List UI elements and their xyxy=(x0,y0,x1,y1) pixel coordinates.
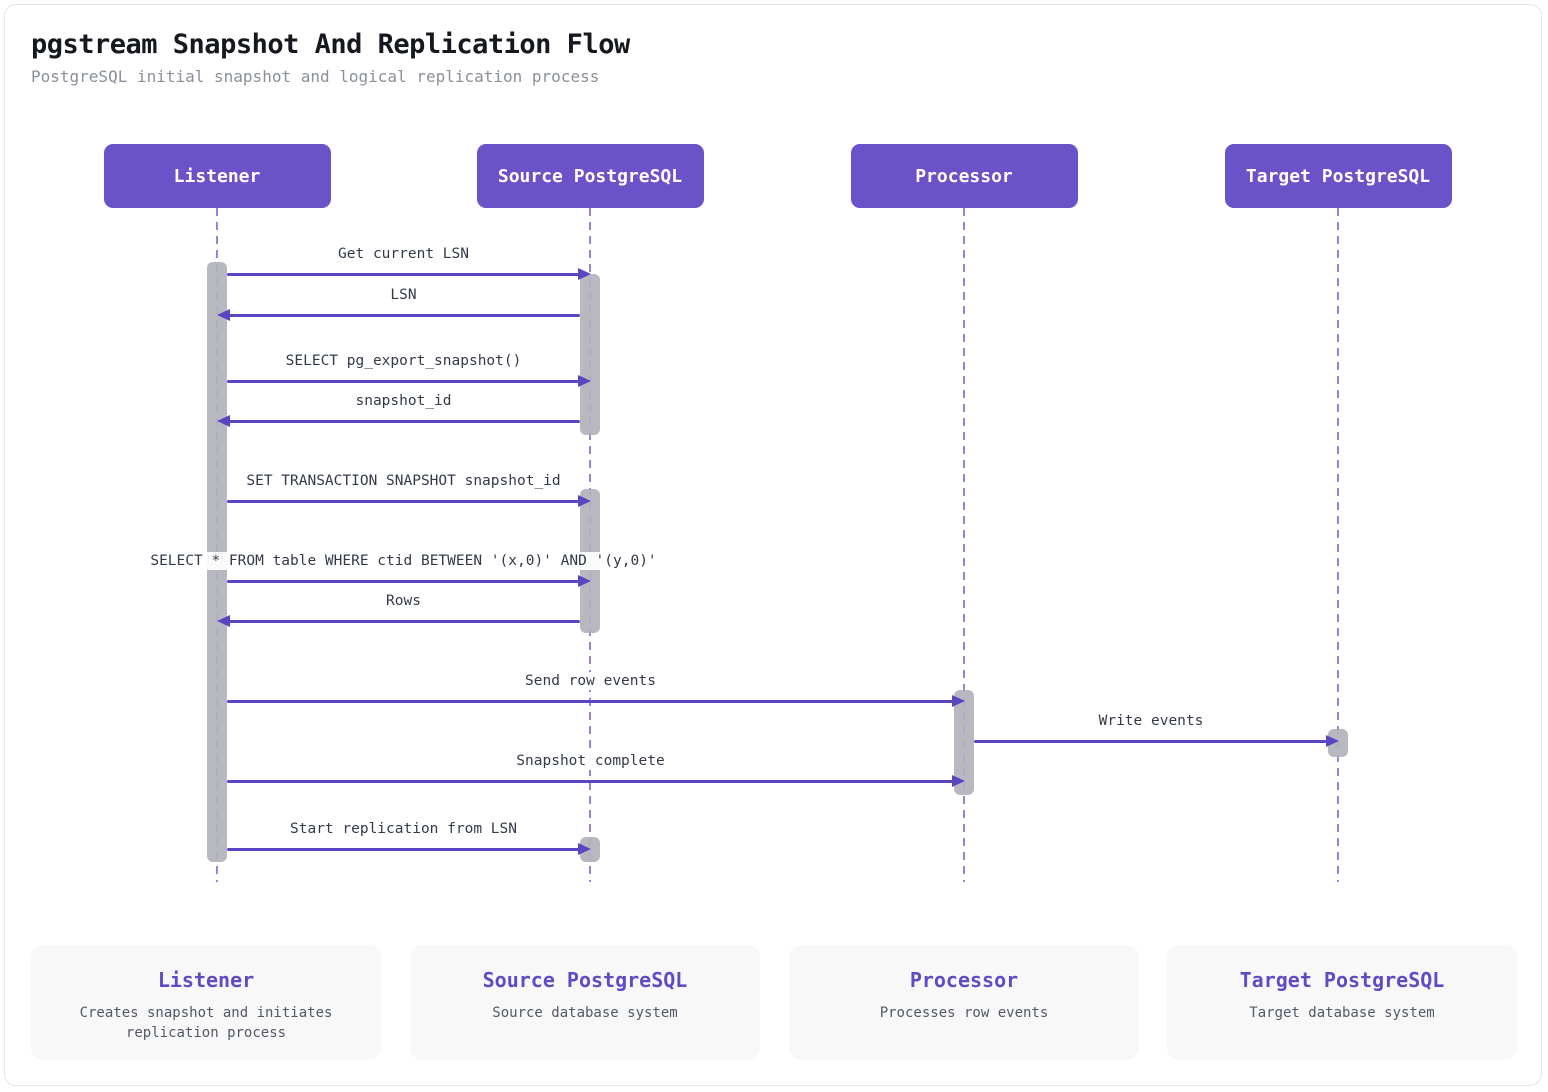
message-arrow-select-from-table-where-ctid-between-x-0-and-y-0 xyxy=(227,580,580,583)
message-arrow-head-select-pg-export-snapshot xyxy=(578,375,591,387)
activation-bar-source-postgresql xyxy=(580,274,600,435)
actor-target-postgresql: Target PostgreSQL xyxy=(1224,144,1452,208)
message-arrow-set-transaction-snapshot-snapshot-id xyxy=(227,500,580,503)
message-arrow-head-get-current-lsn xyxy=(578,268,591,280)
message-arrow-head-send-row-events xyxy=(952,695,965,707)
message-arrow-head-rows xyxy=(217,615,230,627)
message-label-snapshot-id: snapshot_id xyxy=(348,392,459,410)
lifeline-target-postgresql xyxy=(1337,208,1339,882)
message-arrow-snapshot-id xyxy=(227,420,580,423)
page-title: pgstream Snapshot And Replication Flow xyxy=(31,29,630,60)
message-label-send-row-events: Send row events xyxy=(518,672,663,690)
message-label-rows: Rows xyxy=(379,592,428,610)
message-label-get-current-lsn: Get current LSN xyxy=(331,245,476,263)
message-arrow-head-start-replication-from-lsn xyxy=(578,843,591,855)
actor-listener: Listener xyxy=(103,144,331,208)
message-arrow-head-write-events xyxy=(1326,735,1339,747)
message-arrow-snapshot-complete xyxy=(227,780,954,783)
message-label-lsn: LSN xyxy=(383,286,424,304)
actor-processor: Processor xyxy=(850,144,1078,208)
message-arrow-rows xyxy=(227,620,580,623)
message-arrow-head-select-from-table-where-ctid-between-x-0-and-y-0 xyxy=(578,575,591,587)
message-arrow-select-pg-export-snapshot xyxy=(227,380,580,383)
actor-source-postgresql: Source PostgreSQL xyxy=(476,144,704,208)
activation-bar-processor xyxy=(954,690,974,795)
message-arrow-head-lsn xyxy=(217,309,230,321)
message-label-select-from-table-where-ctid-between-x-0-and-y-0: SELECT * FROM table WHERE ctid BETWEEN '… xyxy=(143,552,664,570)
message-label-snapshot-complete: Snapshot complete xyxy=(509,752,672,770)
message-label-write-events: Write events xyxy=(1091,712,1211,730)
sequence-diagram: Listener Source PostgreSQL Processor Target… xyxy=(5,5,1541,1085)
lifeline-processor xyxy=(963,208,965,882)
message-label-set-transaction-snapshot-snapshot-id: SET TRANSACTION SNAPSHOT snapshot_id xyxy=(239,472,568,490)
message-arrow-lsn xyxy=(227,314,580,317)
message-arrow-write-events xyxy=(974,740,1328,743)
message-arrow-send-row-events xyxy=(227,700,954,703)
message-arrow-head-set-transaction-snapshot-snapshot-id xyxy=(578,495,591,507)
message-arrow-get-current-lsn xyxy=(227,273,580,276)
message-label-select-pg-export-snapshot: SELECT pg_export_snapshot() xyxy=(278,352,529,370)
page-subtitle: PostgreSQL initial snapshot and logical … xyxy=(31,67,600,86)
message-arrow-head-snapshot-complete xyxy=(952,775,965,787)
message-label-start-replication-from-lsn: Start replication from LSN xyxy=(283,820,524,838)
message-arrow-start-replication-from-lsn xyxy=(227,848,580,851)
message-arrow-head-snapshot-id xyxy=(217,415,230,427)
page: pgstream Snapshot And Replication Flow P… xyxy=(4,4,1542,1086)
